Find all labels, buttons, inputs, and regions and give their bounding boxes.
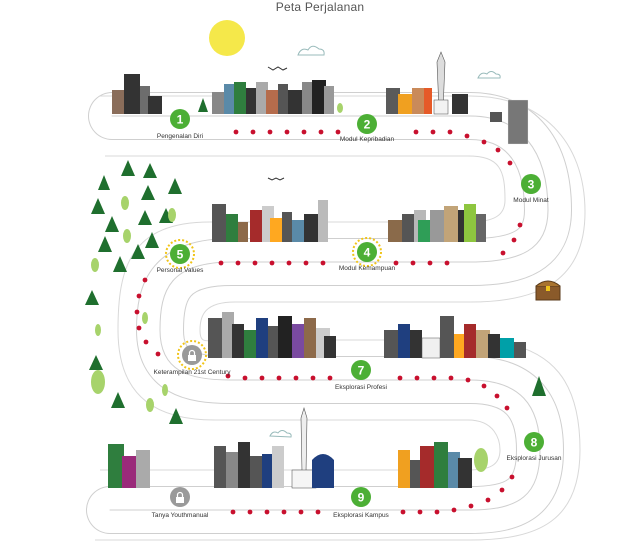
svg-text:8: 8: [531, 436, 538, 450]
svg-text:9: 9: [358, 491, 365, 505]
forest: [85, 98, 546, 424]
station-label: Personal Values: [157, 267, 205, 274]
sun-icon: [209, 20, 245, 56]
svg-text:4: 4: [364, 246, 371, 260]
cityscape-1: [112, 51, 529, 145]
station-label: Modul Kepribadian: [340, 136, 395, 143]
page-title: Peta Perjalanan: [275, 0, 365, 14]
station-2[interactable]: 2 Modul Kepribadian: [340, 114, 395, 143]
station-7[interactable]: 7 Eksplorasi Profesi: [335, 360, 387, 391]
lock-icon: [176, 491, 184, 503]
cityscape-2: [212, 200, 486, 242]
svg-text:3: 3: [528, 178, 535, 192]
cityscape-3: [208, 312, 526, 359]
station-locked-2[interactable]: Tanya Youthmanual: [152, 487, 209, 519]
route-dots: [134, 129, 523, 515]
station-label: Eksplorasi Jurusan: [507, 455, 562, 462]
station-locked-1[interactable]: Keterampilan 21st Century: [154, 340, 232, 376]
station-label: Keterampilan 21st Century: [154, 369, 232, 376]
svg-text:7: 7: [358, 364, 365, 378]
svg-text:2: 2: [364, 118, 371, 132]
station-label: Pengenalan Diri: [157, 133, 203, 140]
treasure-chest-icon[interactable]: [535, 280, 561, 301]
bird-icon: [267, 66, 288, 181]
station-label: Eksplorasi Profesi: [335, 384, 387, 391]
station-1[interactable]: 1 Pengenalan Diri: [157, 109, 203, 140]
lock-icon: [188, 349, 196, 361]
svg-text:1: 1: [177, 113, 184, 127]
cityscape-4: [108, 406, 472, 489]
station-8[interactable]: 8 Eksplorasi Jurusan: [507, 432, 562, 462]
station-3[interactable]: 3 Modul Minat: [513, 174, 549, 204]
cloud-icon: [269, 45, 501, 438]
station-label: Modul Minat: [513, 197, 549, 204]
svg-text:5: 5: [177, 248, 184, 262]
station-label: Eksplorasi Kampus: [333, 512, 389, 519]
station-9[interactable]: 9 Eksplorasi Kampus: [333, 487, 390, 519]
station-4[interactable]: 4 Modul Kemampuan: [339, 237, 396, 272]
station-label: Modul Kemampuan: [339, 265, 396, 272]
station-label: Tanya Youthmanual: [152, 512, 209, 519]
station-5[interactable]: 5 Personal Values: [157, 239, 205, 274]
